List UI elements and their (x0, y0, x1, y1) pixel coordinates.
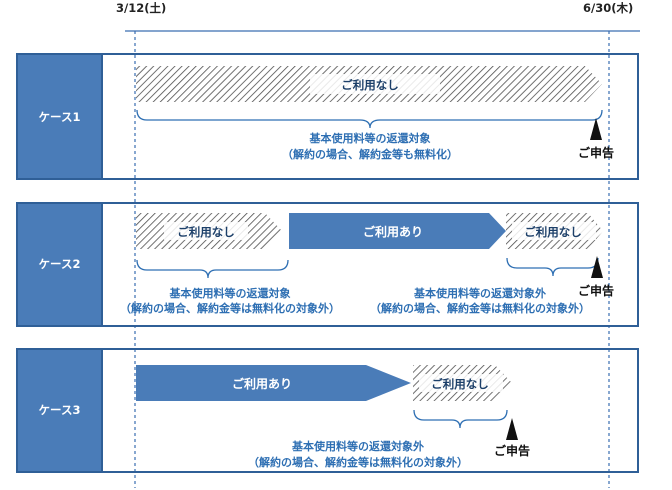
case-1-note-line2: （解約の場合、解約金等も無料化） (282, 147, 458, 161)
case-2-no-use-label-1-bg (164, 222, 248, 240)
case-3-in-use-bar (136, 365, 411, 401)
case-2-row: ケース2 ご利用なし ご利用あり ご利用なし 基本使用料等の返還対象 （解約の場… (16, 202, 639, 327)
case-2-note-2-line2: （解約の場合、解約金等は無料化の対象外） (370, 301, 590, 315)
case-3-label-box (16, 348, 103, 473)
case-2-note-1-line1: 基本使用料等の返還対象 (169, 286, 291, 300)
case-2-brace-2 (506, 257, 599, 277)
case-2-report-marker (591, 256, 603, 278)
case-3-note-line2: （解約の場合、解約金等は無料化の対象外） (248, 455, 468, 469)
case-2-in-use-label: ご利用あり (363, 224, 423, 239)
case-3-report-marker (506, 418, 518, 440)
case-1-label-box (16, 53, 103, 180)
end-date-label: 6/30(木) (583, 1, 633, 15)
case-3-label: ケース3 (39, 403, 81, 417)
case-1-report-label: ご申告 (578, 145, 614, 160)
case-3-note-line1: 基本使用料等の返還対象外 (291, 439, 424, 453)
case-2-no-use-label-2: ご利用なし (524, 225, 582, 239)
case-2-no-use-label-2-bg (512, 222, 596, 240)
case-3-report-label: ご申告 (494, 443, 530, 458)
case-2-brace-1 (136, 259, 289, 279)
case-1-no-use-label-bg (310, 74, 440, 94)
case-2-in-use-bar (289, 213, 506, 249)
case-1-row: ケース1 ご利用なし 基本使用料等の返還対象 （解約の場合、解約金等も無料化） … (16, 53, 639, 180)
case-1-note-line1: 基本使用料等の返還対象 (309, 131, 431, 145)
case-3-no-use-label-bg (419, 374, 503, 392)
case-3-brace (413, 409, 508, 429)
case-2-no-use-label-1: ご利用なし (177, 225, 235, 239)
case-2-label: ケース2 (39, 257, 81, 271)
case-1-no-use-label: ご利用なし (341, 78, 399, 92)
case-2-report-label: ご申告 (578, 283, 614, 298)
case-2-label-box (16, 202, 103, 327)
case-2-note-1-line2: （解約の場合、解約金等は無料化の対象外） (120, 301, 340, 315)
case-1-brace (136, 109, 603, 129)
timeline: 3/12(土) 6/30(木) (116, 1, 640, 488)
case-1-label: ケース1 (39, 110, 81, 124)
case-3-in-use-label: ご利用あり (232, 376, 292, 391)
case-2-note-2-line1: 基本使用料等の返還対象外 (413, 286, 546, 300)
case-3-row: ケース3 ご利用あり ご利用なし 基本使用料等の返還対象外 （解約の場合、解約金… (16, 348, 639, 473)
case-3-no-use-label: ご利用なし (431, 377, 489, 391)
case-1-report-marker (590, 118, 602, 140)
start-date-label: 3/12(土) (116, 1, 166, 15)
